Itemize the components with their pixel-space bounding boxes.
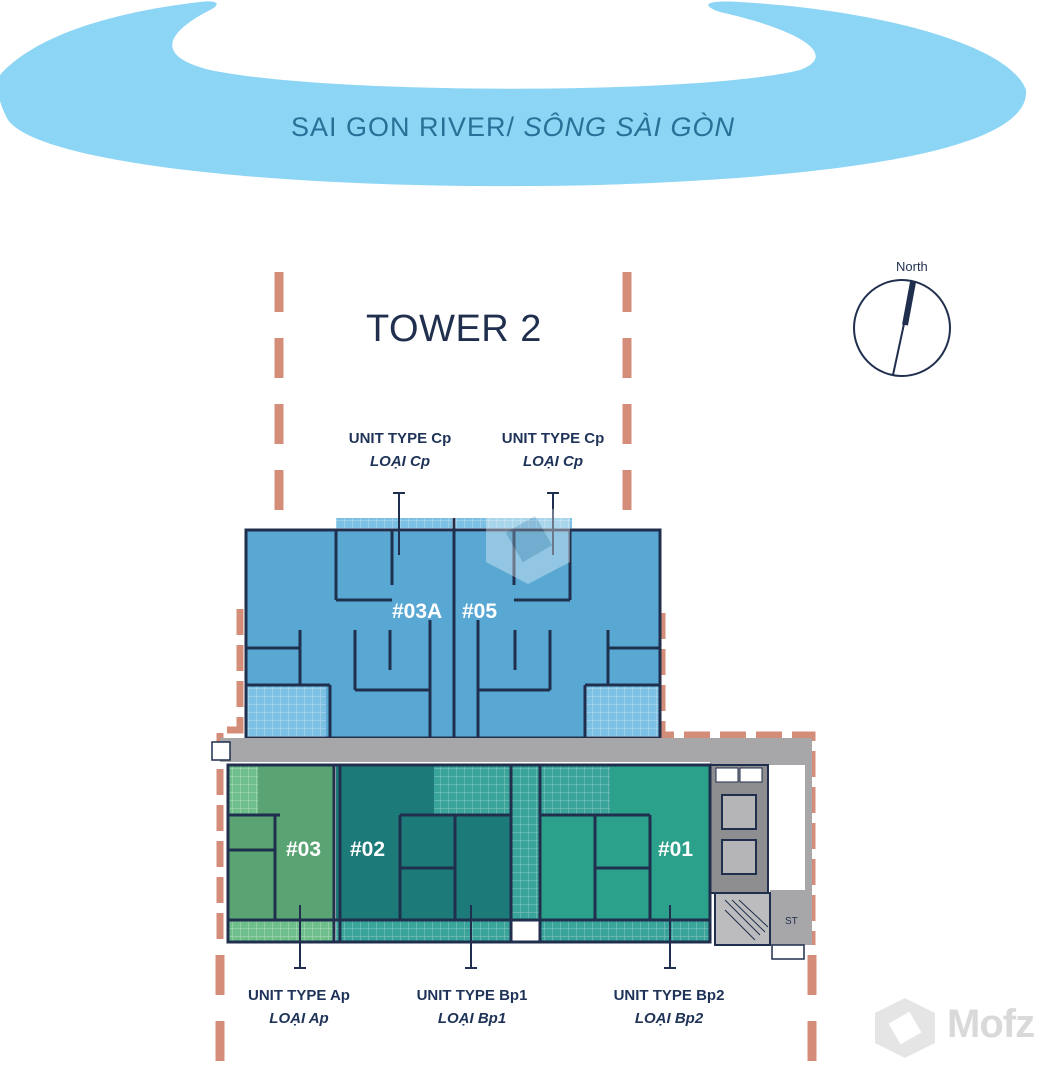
river-label: SAI GON RIVER/ SÔNG SÀI GÒN — [0, 112, 1026, 143]
terrace — [585, 685, 660, 738]
terrace — [246, 685, 326, 738]
atrium — [511, 765, 540, 920]
unit-type-label-01: UNIT TYPE Bp2 LOẠI Bp2 — [601, 984, 737, 1030]
unit-type-label-03: UNIT TYPE Ap LOẠI Ap — [237, 984, 361, 1030]
unit-type: UNIT TYPE Cp — [501, 430, 605, 447]
unit-type-label-05: UNIT TYPE Cp LOẠI Cp — [491, 427, 615, 473]
stair-label: ST — [785, 916, 798, 927]
unit-type: UNIT TYPE Ap — [248, 987, 350, 1004]
unit-type-vi: LOẠI Cp — [523, 453, 583, 470]
unit-type: UNIT TYPE Bp1 — [416, 987, 528, 1004]
tower-title: TOWER 2 — [366, 308, 542, 350]
lower-walls — [226, 763, 712, 944]
corridor — [220, 738, 812, 945]
compass-ring — [853, 279, 951, 377]
lift — [721, 794, 757, 830]
unit-number-01: #01 — [658, 838, 694, 861]
balcony — [336, 920, 511, 942]
terrace — [540, 765, 610, 815]
unit-type-vi: LOẠI Cp — [370, 453, 430, 470]
stair-treads — [724, 899, 769, 941]
service-box — [771, 944, 805, 960]
unit-type-vi: LOẠI Ap — [269, 1010, 329, 1027]
unit-number-03a: #03A — [392, 600, 443, 623]
river-name-vi: SÔNG SÀI GÒN — [515, 112, 736, 142]
unit-number-05: #05 — [462, 600, 498, 623]
river-shape — [0, 1, 1027, 187]
compass-needle-head — [902, 281, 916, 326]
watermark-logo-icon — [486, 496, 570, 584]
compass-label: North — [896, 259, 928, 274]
unit-type: UNIT TYPE Cp — [348, 430, 452, 447]
unit-type-label-02: UNIT TYPE Bp1 LOẠI Bp1 — [404, 984, 540, 1030]
leader-lines — [294, 492, 676, 969]
stair — [714, 892, 771, 946]
terrace — [228, 765, 258, 815]
unit-type: UNIT TYPE Bp2 — [613, 987, 725, 1004]
brand-wordmark: Mofz — [947, 1002, 1035, 1046]
shaft — [715, 767, 739, 783]
unit-type-vi: LOẠI Bp2 — [634, 1010, 704, 1027]
terrace — [434, 765, 511, 815]
unit-number-03: #03 — [286, 838, 322, 861]
corridor-entry — [211, 741, 231, 761]
unit-number-02: #02 — [350, 838, 386, 861]
shaft — [739, 767, 763, 783]
unit-type-label-03a: UNIT TYPE Cp LOẠI Cp — [338, 427, 462, 473]
balcony — [540, 920, 710, 942]
balcony — [228, 920, 334, 942]
river-name: SAI GON RIVER/ — [290, 112, 515, 142]
brand-logo-icon — [875, 998, 935, 1058]
lift — [721, 839, 757, 875]
unit-type-vi: LOẠI Bp1 — [437, 1010, 507, 1027]
